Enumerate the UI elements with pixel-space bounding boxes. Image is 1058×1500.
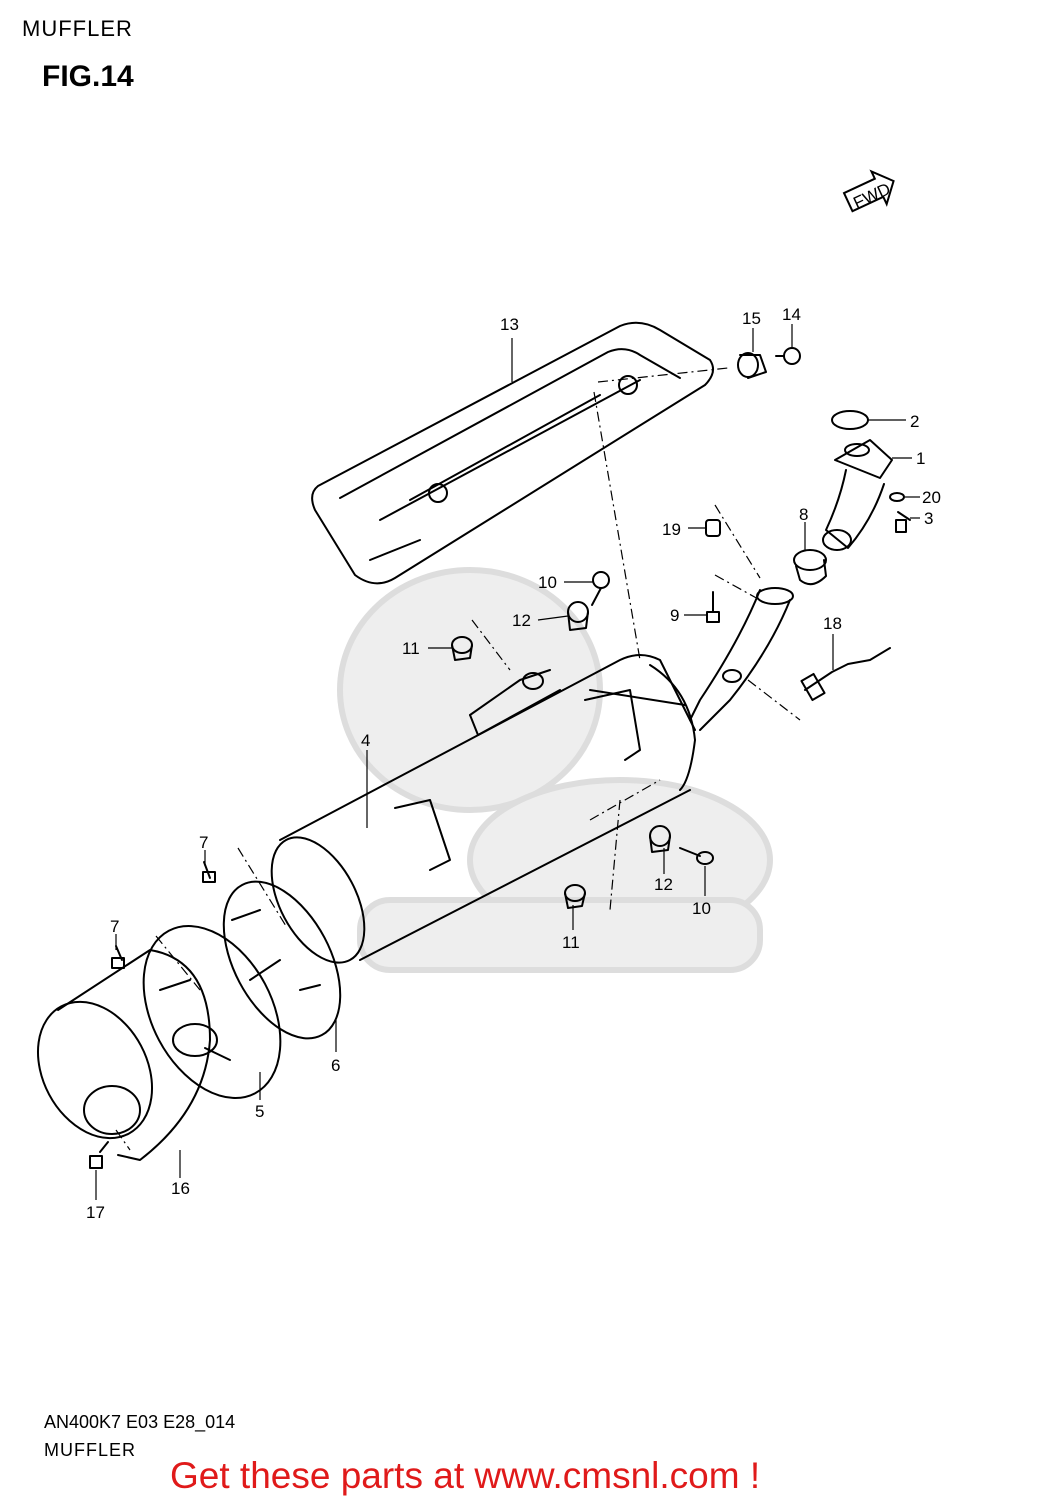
callout-15: 15 [742,309,761,328]
gasket-sleeve-8 [793,549,827,586]
exhaust-pipe-1 [822,439,893,551]
oxygen-sensor-18 [800,647,891,702]
nut-19 [705,519,721,537]
callout-7-lower: 7 [110,917,119,936]
mid-pipe [689,587,794,731]
callout-19: 19 [662,520,681,539]
muffler-body-4 [270,654,696,964]
grommet-12-upper [567,601,589,631]
end-cap-5 [142,925,282,1099]
callout-20: 20 [922,488,941,507]
forward-arrow-icon [842,169,895,213]
watermark-logo [337,567,773,973]
callout-1: 1 [916,449,925,468]
callout-9: 9 [670,606,679,625]
callout-14: 14 [782,305,801,324]
grommet-15 [737,352,767,379]
callout-13: 13 [500,315,519,334]
heat-shield-cover [311,321,715,585]
leader-lines [95,324,920,1200]
callout-11-lower: 11 [562,933,580,952]
promo-link[interactable]: Get these parts at www.cmsnl.com ! [170,1455,761,1496]
bolt-10-upper [591,571,610,606]
callout-12-lower: 12 [654,875,673,894]
bolt-7-lower [111,945,125,969]
washer-20 [889,492,905,502]
assembly-lines [115,367,801,1151]
callout-6: 6 [331,1056,340,1075]
callout-8: 8 [799,505,808,524]
callout-4: 4 [361,731,370,750]
callout-17: 17 [86,1203,105,1222]
callout-12-upper: 12 [512,611,531,630]
end-plate-6 [222,880,342,1040]
model-code: AN400K7 E03 E28_014 [44,1412,236,1432]
bolt-17 [89,1141,109,1169]
callout-16: 16 [171,1179,190,1198]
collar-11-lower [564,884,586,909]
bolt-10-lower [679,847,714,865]
bolt-14 [775,347,801,365]
bolt-3 [895,511,911,533]
section-title: MUFFLER [22,16,133,41]
callout-11-upper: 11 [402,639,420,658]
figure-label: FIG.14 [42,60,134,93]
bolt-9 [706,591,720,623]
grommet-12-lower [649,825,671,853]
callout-3: 3 [924,509,933,528]
callout-18: 18 [823,614,842,633]
callout-10-lower: 10 [692,899,711,918]
callout-2: 2 [910,412,919,431]
collar-11-upper [451,636,473,661]
callout-10-upper: 10 [538,573,557,592]
gasket-2 [831,410,869,430]
tail-cover-16 [36,949,211,1161]
footer-section-title: MUFFLER [44,1440,136,1460]
callout-5: 5 [255,1102,264,1121]
callout-7-upper: 7 [199,833,208,852]
